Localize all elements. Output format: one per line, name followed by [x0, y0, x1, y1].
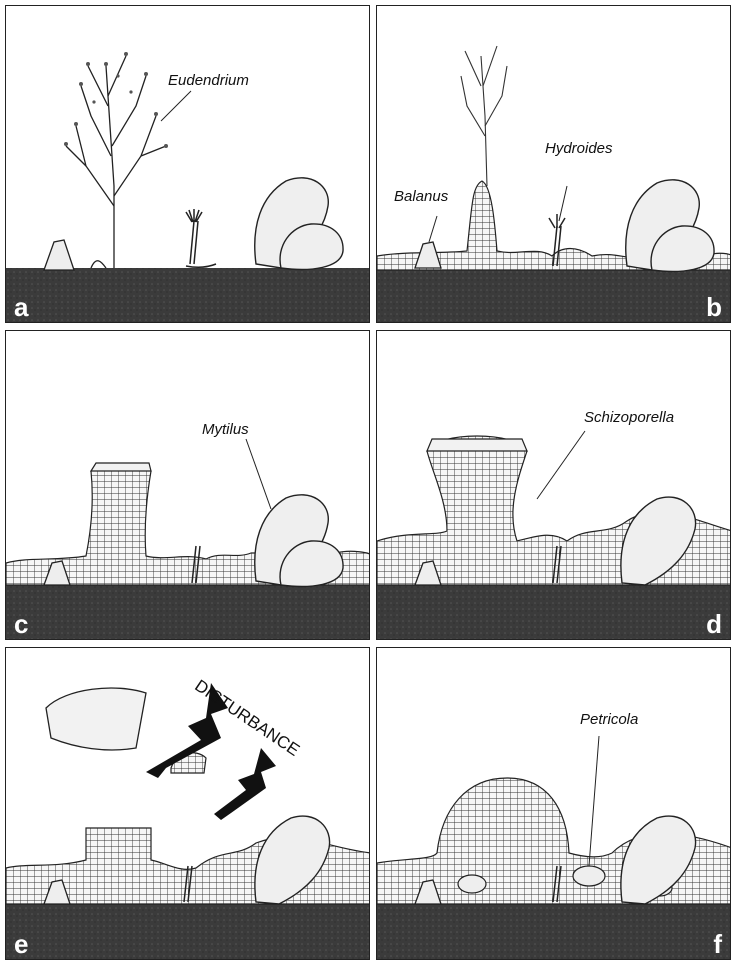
label-schizoporella: Schizoporella: [584, 409, 674, 426]
petricola-shell: [573, 866, 605, 886]
panel-label-e: e: [14, 931, 28, 957]
panel-label-f: f: [713, 931, 722, 957]
balanus-shell: [415, 242, 441, 268]
eudendrium-cap: [91, 463, 151, 471]
substrate: [377, 270, 731, 323]
petricola-shell: [458, 875, 486, 893]
mytilus-shells: [626, 180, 714, 272]
balanus-shell: [44, 240, 74, 270]
panel-d-illustration: [377, 331, 731, 640]
label-hydroides: Hydroides: [545, 140, 613, 157]
hydroides-tube: [186, 209, 216, 267]
panel-label-a: a: [14, 294, 28, 320]
eudendrium-colony: [461, 46, 507, 186]
eudendrium-leader-line: [161, 91, 191, 121]
panel-d: Schizoporella d: [376, 330, 731, 640]
panel-b: Balanus Hydroides b: [376, 5, 731, 323]
substrate: [377, 904, 731, 960]
panel-b-illustration: [377, 6, 731, 323]
substrate: [6, 585, 370, 640]
panel-c-illustration: [6, 331, 370, 640]
label-balanus: Balanus: [394, 188, 448, 205]
substrate: [6, 904, 370, 960]
petricola-leader-line: [589, 736, 599, 866]
mytilus-leader-line: [246, 439, 271, 509]
eudendrium-colony: [66, 56, 166, 268]
panel-c: Mytilus c: [5, 330, 370, 640]
panel-f-illustration: [377, 648, 731, 960]
label-mytilus: Mytilus: [202, 421, 249, 438]
label-eudendrium: Eudendrium: [168, 72, 249, 89]
eudendrium-polyps: [64, 52, 168, 148]
hydroides-leader-line: [559, 186, 567, 221]
mytilus-shells: [255, 178, 343, 270]
substrate: [377, 585, 731, 640]
panel-label-d: d: [706, 611, 722, 637]
panel-f: Petricola f: [376, 647, 731, 960]
substrate: [6, 268, 370, 323]
schizoporella-leader-line: [537, 431, 585, 499]
mytilus-shells: [255, 495, 343, 587]
panel-a-illustration: [6, 6, 370, 323]
panel-a: Eudendrium a: [5, 5, 370, 323]
dislodged-fragment: [46, 688, 146, 750]
label-petricola: Petricola: [580, 711, 638, 728]
eudendrium-cap: [427, 439, 527, 451]
balanus-leader-line: [429, 216, 437, 242]
panel-label-c: c: [14, 611, 28, 637]
panel-label-b: b: [706, 294, 722, 320]
panel-e: DISTURBANCE e: [5, 647, 370, 960]
